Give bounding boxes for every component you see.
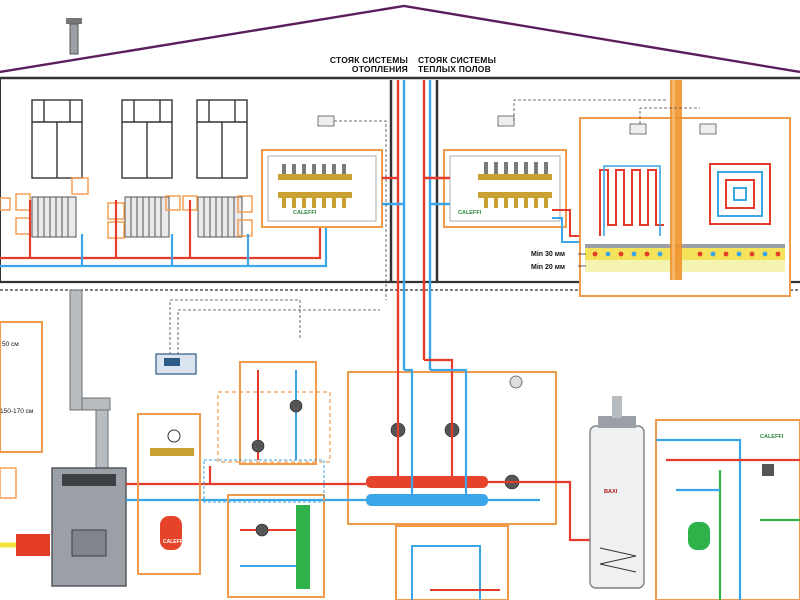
dimension-50-label: 50 см	[2, 341, 19, 348]
thermostat-2	[699, 123, 717, 135]
dhw-pump	[762, 464, 774, 476]
heating-riser-line1: СТОЯК СИСТЕМЫ	[329, 55, 408, 65]
dashed-blue-frame	[203, 459, 325, 503]
pumps	[251, 399, 520, 537]
thermostat-4	[497, 115, 515, 127]
expansion-tank	[160, 516, 182, 550]
control-wires	[169, 99, 700, 360]
floor-riser-line2: ТЕПЛЫХ ПОЛОВ	[418, 63, 491, 74]
lower-loop-pipes	[411, 545, 500, 600]
window-1	[31, 99, 83, 179]
boiler-info-frame	[0, 321, 43, 453]
hydro-frame	[227, 494, 325, 598]
pump-group-pipes	[240, 370, 297, 567]
risers	[382, 80, 450, 370]
heating-manifold-frame	[261, 149, 383, 228]
chimney-column-right	[670, 80, 682, 280]
lower-loop-frame	[395, 525, 509, 600]
floor-riser-line1: СТОЯК СИСТЕМЫ	[418, 55, 497, 65]
dhw-brand: CALEFFI	[760, 434, 784, 440]
thermostat-1	[629, 123, 647, 135]
pressure-gauge	[167, 429, 181, 443]
floor-pipe-dots	[592, 251, 781, 257]
boiler-body	[51, 467, 127, 587]
boiler-panel	[62, 474, 116, 486]
roof-outline	[0, 4, 800, 74]
dimension-150-label: 150-170 см	[0, 408, 34, 415]
safety-group	[150, 448, 194, 456]
water-heater-brand: BAXI	[604, 489, 618, 495]
heating-riser-label: СТОЯК СИСТЕМЫ ОТОПЛЕНИЯ	[322, 56, 408, 73]
supply-header	[366, 476, 488, 488]
floor-manifold-brand: CALEFFI	[458, 210, 482, 216]
floor-concrete	[585, 244, 785, 248]
floor-manifold	[478, 162, 552, 208]
distribution-pipes	[340, 358, 590, 542]
floor-manifold-inner	[449, 155, 561, 222]
controller-screen	[164, 358, 180, 366]
chimney-cap	[66, 18, 82, 24]
floor-insulation	[585, 260, 785, 272]
floor-riser-label: СТОЯК СИСТЕМЫ ТЕПЛЫХ ПОЛОВ	[418, 56, 496, 73]
window-3	[196, 99, 248, 179]
flue-pipe	[69, 289, 83, 411]
gas-valve-frame	[0, 467, 17, 499]
radiator-2	[124, 196, 170, 238]
burner	[16, 534, 50, 556]
water-heater-coil	[599, 547, 637, 573]
floor-screed	[585, 248, 785, 260]
dhw-frame	[655, 419, 800, 600]
heating-manifold-brand: CALEFFI	[293, 210, 317, 216]
heating-manifold	[278, 164, 352, 208]
boiler-group-frame	[137, 413, 201, 575]
flue-down	[95, 409, 109, 471]
chimney-column-right-inner	[672, 80, 675, 280]
heating-riser-line2: ОТОПЛЕНИЯ	[351, 63, 408, 74]
spiral-loop	[709, 163, 771, 225]
return-header	[366, 494, 488, 506]
chimney-stack	[69, 23, 79, 55]
serpentine-return	[603, 165, 661, 236]
hydro-separator	[296, 505, 310, 589]
water-heater-flue	[612, 396, 622, 418]
radiator-1	[31, 196, 77, 238]
boiler-pipes	[126, 466, 340, 502]
window-2	[121, 99, 173, 179]
min-20-label: Min 20 мм	[531, 264, 566, 271]
pump-group-dashed	[217, 391, 331, 463]
boiler-door	[71, 529, 107, 557]
min-30-label: Min 30 мм	[531, 251, 566, 258]
water-heater	[589, 425, 645, 589]
mixing-valve-badge	[509, 375, 523, 389]
flue-elbow	[81, 397, 111, 411]
serpentine-loop	[599, 169, 664, 236]
thermostat-3	[317, 115, 335, 127]
radiator-3	[197, 196, 243, 238]
pump-group-frame	[239, 361, 317, 465]
expansion-tank-brand: CALEFFI	[163, 539, 185, 545]
heating-manifold-inner	[267, 155, 377, 222]
water-heater-cap	[598, 416, 636, 428]
dhw-pipes	[656, 438, 800, 600]
dhw-expansion-tank	[688, 522, 710, 550]
